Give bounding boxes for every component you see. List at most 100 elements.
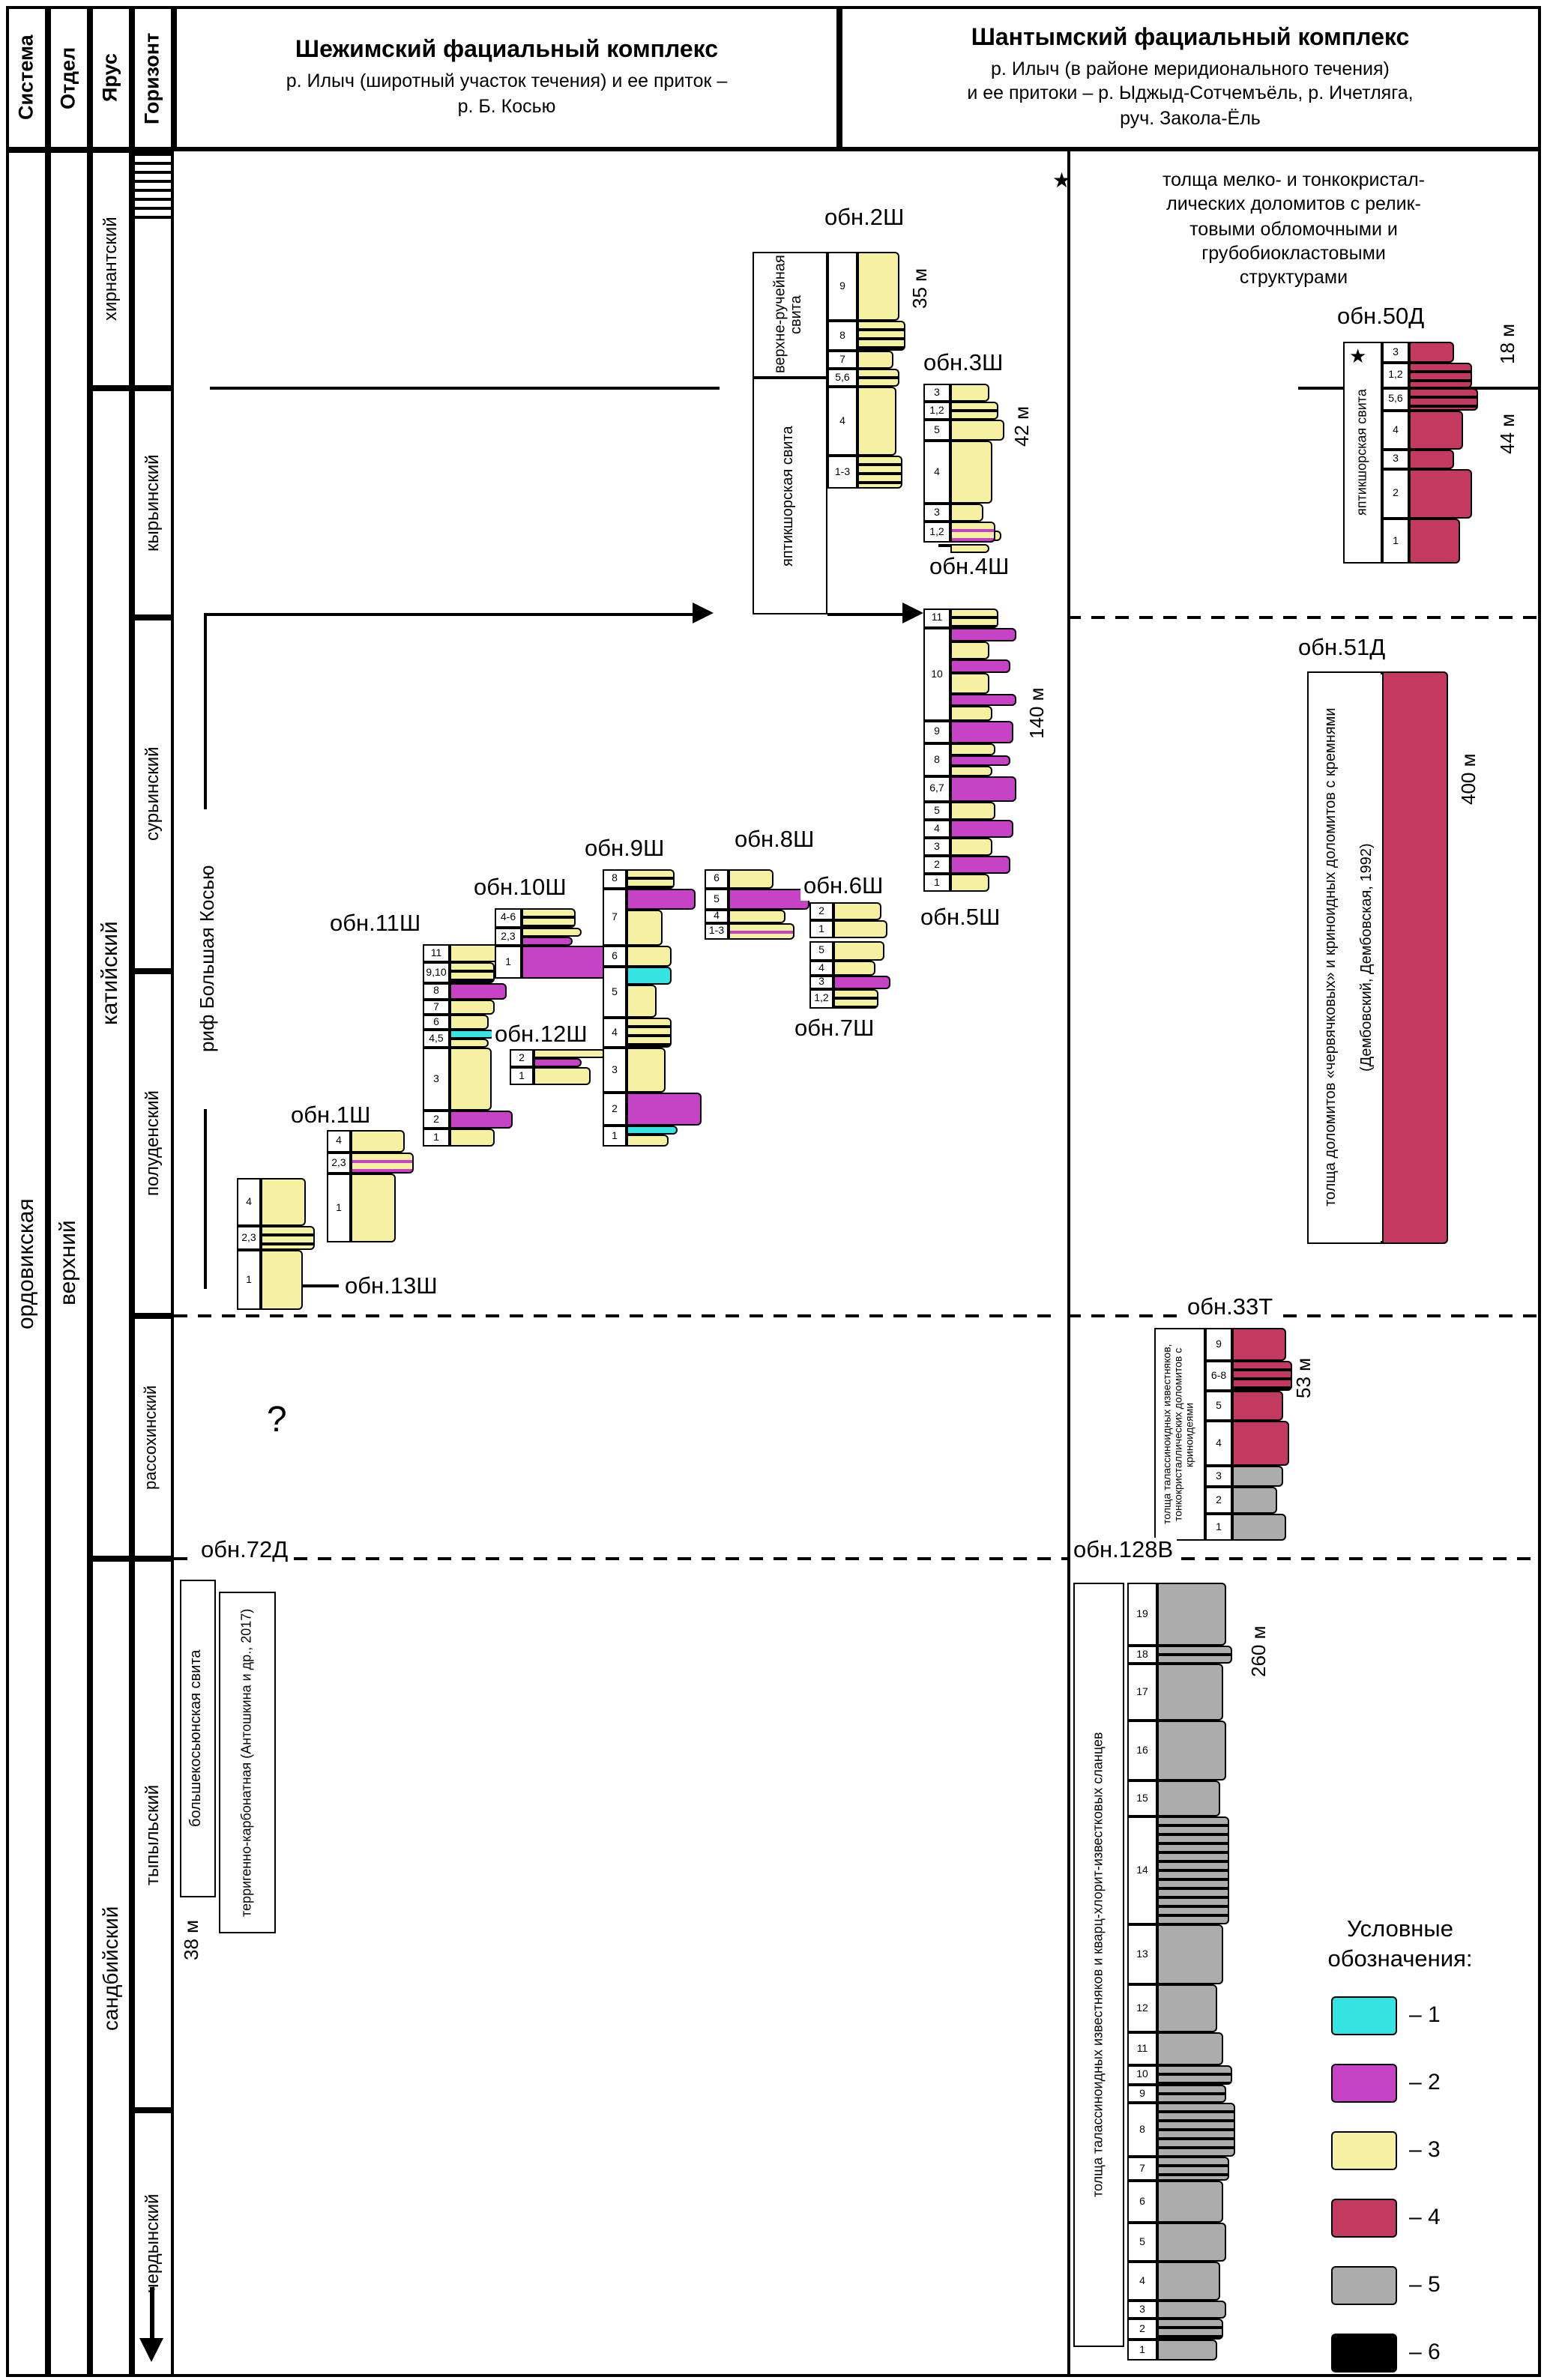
section-label: обн.3Ш [920,351,1007,378]
vertical-divider-line [1067,150,1070,2377]
unit-number-cell: 2,3 [495,928,522,946]
unit-number-cell: 1 [1205,1514,1232,1541]
lith-block [1232,1514,1286,1541]
legend-swatch [1331,2199,1397,2238]
unit-number-cell: 2 [923,856,950,874]
unit-number-cell: 1 [423,1129,450,1147]
unit-number-cell: 9 [827,252,857,321]
lith-block [627,1135,669,1147]
table-header: Горизонт [132,6,174,150]
lith-block [1157,2181,1223,2223]
lith-block [627,910,663,946]
section-label: обн.8Ш [732,827,818,854]
section-label: обн.10Ш [471,875,570,902]
unit-number-cell: 9 [923,721,950,743]
lith-block [1157,1924,1223,1984]
lith-block [627,1048,666,1093]
lith-block [1157,2032,1223,2065]
unit-number-cell: 2,3 [237,1226,261,1250]
lith-block [261,1178,306,1226]
table-cell: сандбийский [90,1559,132,2377]
unit-number-cell: 1 [1382,519,1409,564]
lith-block [1157,1984,1217,2032]
lith-block [950,659,1010,673]
unit-number-cell: 1 [510,1067,534,1085]
unit-number-cell: 7 [1127,2157,1157,2181]
lith-block [950,608,998,628]
lith-block [450,1015,489,1030]
section-label: обн.72Д [198,1538,292,1565]
table-cell: полуденский [132,971,174,1316]
unit-number-cell: 1 [809,920,833,938]
lith-block [627,1093,702,1126]
unit-number-cell: 2 [1205,1487,1232,1514]
unit-number-cell: 1,2 [809,989,833,1009]
height-label: 140 м [1025,687,1048,740]
unit-number-cell: 1 [237,1250,261,1310]
lith-block [627,967,672,985]
lith-block [1157,1646,1232,1664]
lith-block [950,820,1013,838]
lith-block [522,946,609,979]
unit-number-cell: 11 [923,608,950,628]
unit-number-cell: 4 [923,441,950,504]
unit-number-cell: 6,7 [923,776,950,802]
lith-block [950,755,1010,766]
lith-block [351,1130,405,1153]
unit-number-cell: 3 [1382,450,1409,469]
lith-block [450,1000,495,1015]
lith-block [522,937,573,946]
unit-number-cell: 5,6 [827,369,857,387]
unit-number-cell: 4 [237,1178,261,1226]
lith-block [1157,2340,1217,2361]
lith-block [950,776,1016,802]
lith-block [450,1111,513,1129]
facies-header-subtitle: р. Илыч (в районе меридионального течени… [967,58,1414,129]
section-label: обн.5Ш [917,905,1004,932]
lith-block [729,889,809,910]
lith-block [534,1067,591,1085]
lith-block [1157,2223,1226,2262]
table-cell: хирнантский [90,150,132,388]
unit-number-cell: 19 [1127,1583,1157,1646]
lith-block [627,889,696,910]
section-label: обн.7Ш [791,1016,878,1043]
lith-block [1409,519,1460,564]
legend-label: – 3 [1409,2137,1441,2163]
solid-boundary-line [210,387,720,390]
unit-number-cell: 15 [1127,1781,1157,1816]
unit-number-cell: 3 [923,504,950,522]
lith-block [833,989,878,1009]
unit-number-cell: 9,10 [423,962,450,983]
reef-label: риф Большая Косью [195,809,220,1109]
table-header: Ярус [90,6,132,150]
legend-label: – 5 [1409,2272,1441,2298]
lith-block [1157,2065,1232,2085]
lith-block [534,1058,582,1067]
lith-block [1157,2319,1223,2340]
legend-label: – 4 [1409,2205,1441,2230]
unit-number-cell: 4 [327,1130,351,1153]
height-label: 400 м [1456,753,1480,806]
height-label: 44 м [1495,413,1519,454]
lith-block [1232,1361,1292,1391]
lith-block [833,976,890,989]
lith-block [261,1250,303,1310]
section-label: обн.13Ш [342,1274,441,1301]
lith-block [627,1126,678,1135]
section-label: обн.11Ш [327,911,424,938]
lith-block [950,420,1004,441]
facies-header-title: Шежимский фациальный комплекс [295,37,719,64]
legend-swatch [1331,1996,1397,2035]
unit-number-cell: 8 [923,743,950,776]
unit-number-cell: 4 [1127,2262,1157,2301]
section-label: обн.51Д [1295,635,1389,662]
unit-number-cell: 1 [603,1126,627,1147]
unit-number-cell: 1-3 [827,456,857,489]
star-note-icon: ★ [1052,168,1072,192]
legend-swatch [1331,2266,1397,2305]
height-label: 42 м [1010,405,1033,447]
unit-number-cell: 5 [1127,2223,1157,2262]
lith-block [450,1129,495,1147]
